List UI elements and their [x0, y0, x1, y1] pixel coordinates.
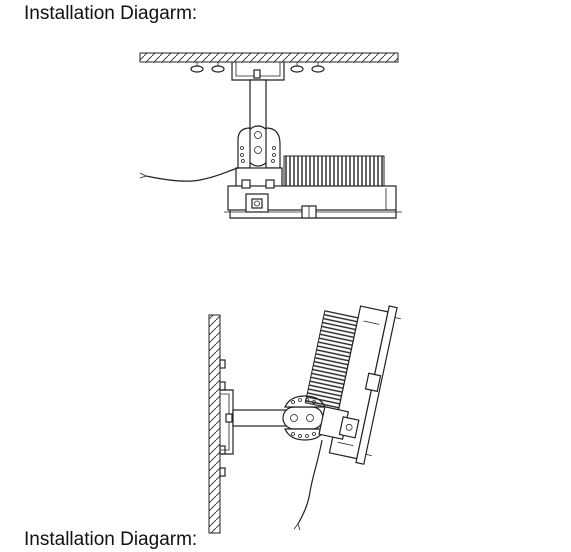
page-title: Installation Diagarm: [24, 3, 198, 24]
wall-arm [232, 406, 324, 430]
wall-bracket [220, 389, 234, 455]
wall-mount-diagram [208, 305, 401, 534]
power-cable [139, 167, 239, 182]
mount-arm [246, 79, 270, 167]
cut-off-caption: Installation Diagarm: [24, 529, 198, 550]
tilted-lamp [304, 305, 401, 465]
heat-sink [283, 155, 385, 187]
wall-bolts [219, 359, 226, 477]
ceiling-bolts [190, 62, 325, 73]
ceiling [139, 52, 399, 63]
wall-power-cable [293, 439, 323, 531]
ceiling-mount-diagram [139, 52, 402, 219]
lamp-housing [224, 167, 402, 219]
wall [208, 314, 221, 534]
pivot-disc [237, 127, 281, 169]
